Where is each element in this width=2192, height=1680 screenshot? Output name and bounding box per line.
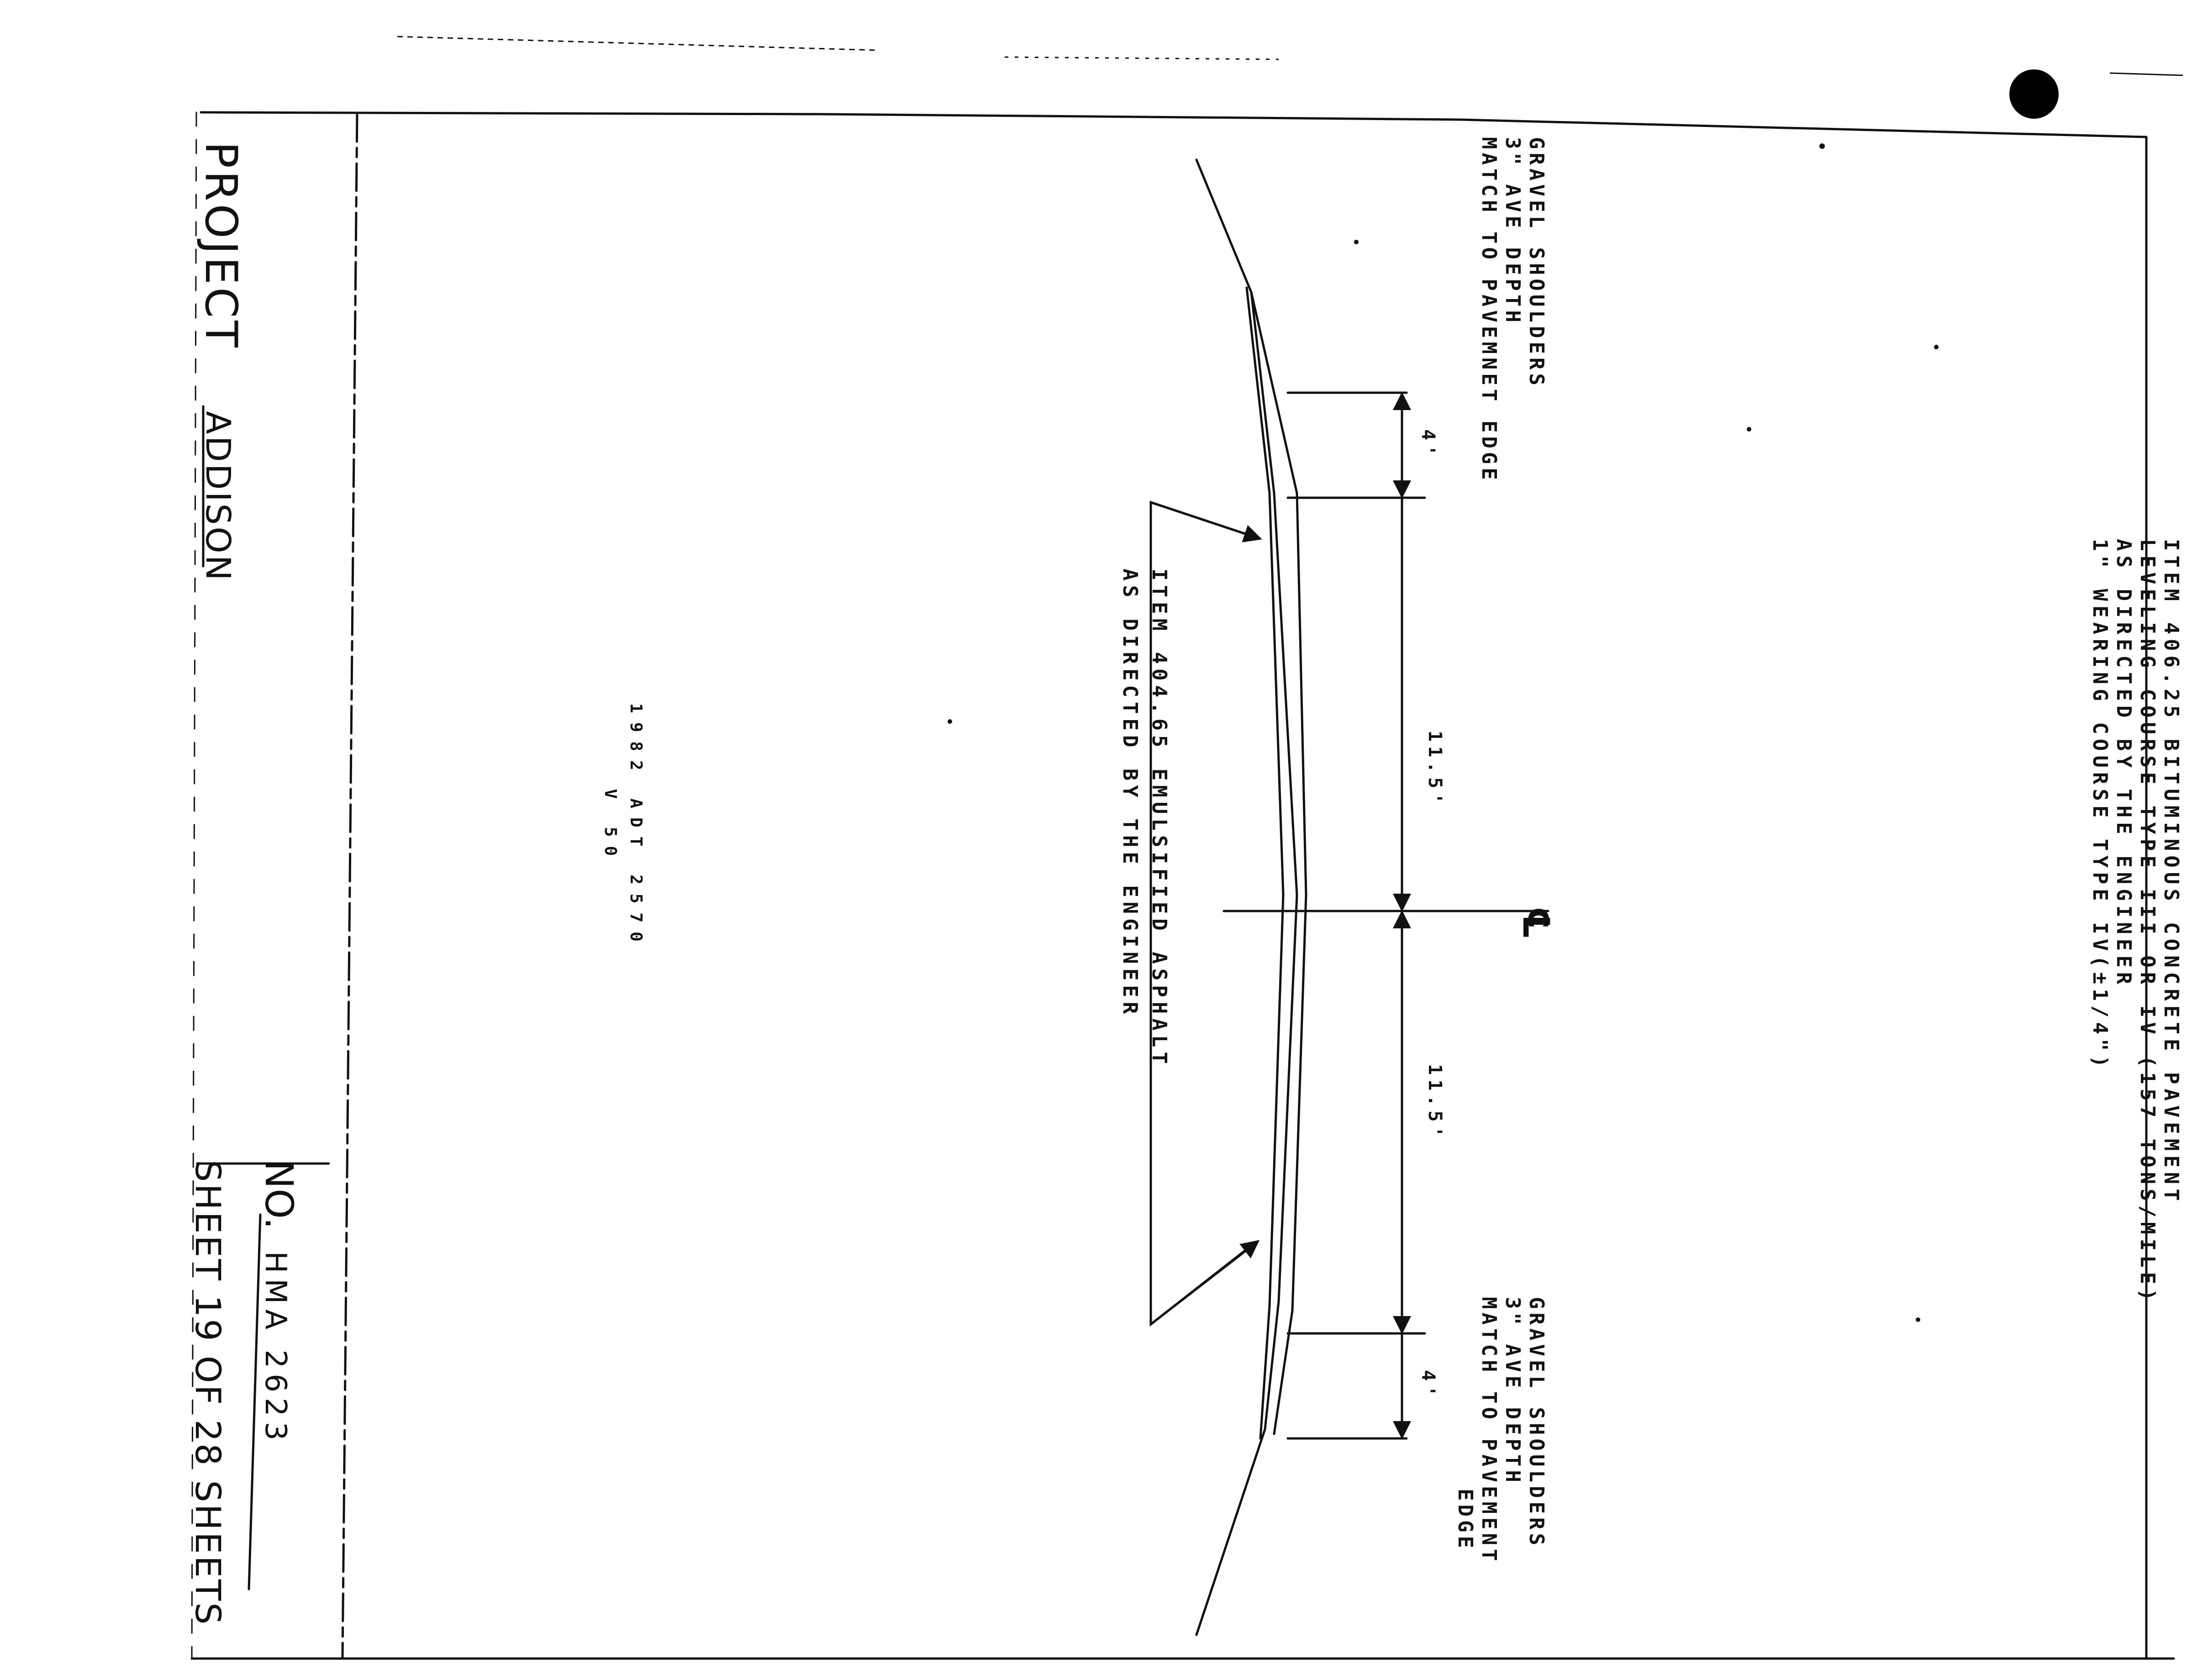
shoulder-left-line-3: MATCH TO PAVEMNET EDGE — [1477, 137, 1501, 484]
dimension-lane-right: 11.5' — [1424, 1064, 1445, 1142]
border-left — [191, 111, 197, 1659]
dimension-lane-left: 11.5' — [1424, 731, 1445, 809]
punch-hole — [2009, 69, 2059, 119]
spec-line-1: ITEM 406.25 BITUMINOUS CONCRETE PAVEMENT — [2160, 539, 2183, 1206]
shoulder-note-right: GRAVEL SHOULDERS 3" AVE DEPTH MATCH TO P… — [1453, 1297, 1548, 1564]
shoulder-right-line-1: GRAVEL SHOULDERS — [1525, 1297, 1548, 1549]
cross-section-ground — [1195, 158, 1298, 1636]
dimension-shoulder-left: 4' — [1417, 429, 1438, 461]
shoulder-left-line-2: 3" AVE DEPTH — [1501, 137, 1524, 326]
shoulder-right-line-2: 3" AVE DEPTH — [1501, 1297, 1524, 1486]
no-underline — [248, 1213, 262, 1590]
shoulder-note-left: GRAVEL SHOULDERS 3" AVE DEPTH MATCH TO P… — [1477, 137, 1548, 484]
speed-line: V 50 — [601, 789, 620, 865]
emulsified-line-2: AS DIRECTED BY THE ENGINEER — [1118, 569, 1142, 1019]
pavement-bottom — [1250, 291, 1307, 1435]
project-name: ADDISON — [198, 411, 237, 582]
spec-line-2: LEVELING COURSE TYPE III OR IV (157 TONS… — [2136, 539, 2159, 1306]
emulsified-line-1: ITEM 404.65 EMULSIFIED ASPHALT — [1148, 569, 1171, 1069]
project-label: PROJECT — [195, 142, 247, 350]
spec-line-3: AS DIRECTED BY THE ENGINEER — [2112, 539, 2135, 989]
centerline-symbol: ℄ — [1515, 906, 1557, 939]
sheet-count: SHEET 19 OF 28 SHEETS — [188, 1160, 228, 1627]
traffic-data: 1982 ADT 2570 V 50 — [597, 703, 648, 951]
border-top — [200, 111, 2148, 138]
dimension-shoulder-right: 4' — [1417, 1370, 1438, 1401]
drawing-number-value: HMA 2623 — [258, 1251, 292, 1446]
shoulder-right-line-4: EDGE — [1454, 1489, 1477, 1552]
pavement-top — [1245, 286, 1285, 1440]
pavement-spec: ITEM 406.25 BITUMINOUS CONCRETE PAVEMENT… — [2088, 539, 2183, 1306]
spec-line-4: 1" WEARING COURSE TYPE IV(±1/4") — [2088, 539, 2112, 1072]
emulsified-asphalt-note: ITEM 404.65 EMULSIFIED ASPHALT AS DIRECT… — [1115, 569, 1174, 1069]
title-block-divider — [341, 113, 358, 1660]
shoulder-left-line-1: GRAVEL SHOULDERS — [1525, 137, 1548, 389]
adt-line: 1982 ADT 2570 — [627, 703, 645, 951]
drawing-number-label: NO. — [257, 1160, 301, 1230]
shoulder-right-line-3: MATCH TO PAVEMENT — [1477, 1297, 1501, 1565]
